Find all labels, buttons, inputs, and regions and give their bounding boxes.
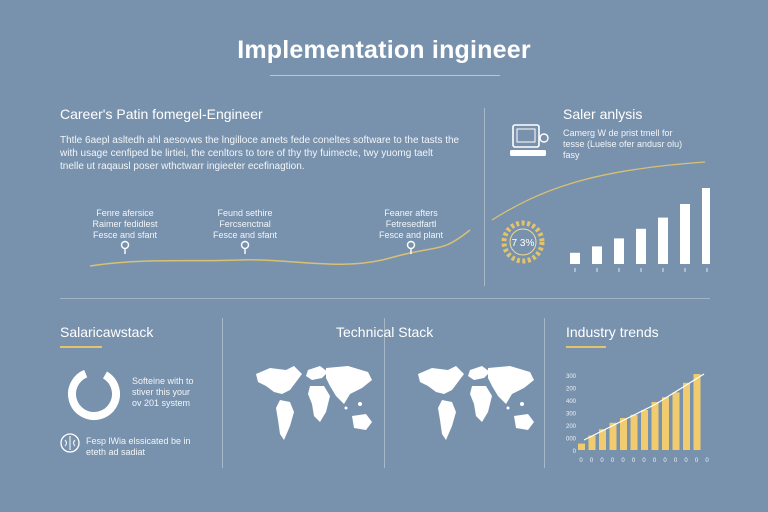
career-heading: Career's Patin fomegel-Engineer <box>60 106 263 122</box>
trend-x-tick-label: 0 <box>642 458 646 464</box>
salary-stack-underline <box>60 346 102 348</box>
trend-x-tick-label: 0 <box>611 458 615 464</box>
trend-x-tick-label: 0 <box>600 458 604 464</box>
donut-chart <box>68 368 120 420</box>
salary-bar-chart: 7 3% <box>491 161 710 272</box>
trend-x-tick-label: 0 <box>579 458 583 464</box>
trend-bar <box>651 402 659 450</box>
salary-bar <box>614 238 624 264</box>
world-map-icon <box>418 366 534 440</box>
trend-bar <box>588 435 596 450</box>
page-title: Implementation ingineer <box>237 36 531 64</box>
salary-bar <box>592 246 602 264</box>
laptop-icon <box>510 124 549 156</box>
milestone-pin-icon <box>406 240 416 254</box>
trend-bar <box>578 443 585 450</box>
trend-bar <box>662 397 669 450</box>
trend-y-tick-label: 000 <box>566 437 577 443</box>
trend-y-tick-label: 300 <box>566 412 577 418</box>
milestone-pin-icon <box>240 240 250 254</box>
brain-icon <box>60 433 80 453</box>
salary-stack-note: Fesp lWia elssicated be in eteth ad sadi… <box>86 436 191 457</box>
trend-bar <box>672 392 680 450</box>
trend-bar <box>693 374 701 450</box>
salary-bar <box>570 252 580 264</box>
middle-horizontal-divider <box>60 298 710 299</box>
salary-stack-heading: Salaricawstack <box>60 324 154 340</box>
milestone-1: Fenre afersice Raimer fedidlest Fesce an… <box>92 208 158 240</box>
career-text-line: with usage cenfiped be lirtiei, the cenl… <box>60 148 433 159</box>
trend-x-tick-label: 0 <box>621 458 625 464</box>
trend-x-tick-label: 0 <box>663 458 667 464</box>
career-path-line <box>89 229 471 267</box>
trend-y-tick-label: 200 <box>566 387 577 393</box>
bottom-divider-left <box>222 318 223 468</box>
title-divider <box>270 75 500 76</box>
milestone-pin-icon <box>120 240 130 254</box>
trend-bar <box>641 410 648 450</box>
trend-y-tick-label: 0 <box>573 449 577 455</box>
salary-bar <box>680 204 690 264</box>
trend-y-tick-label: 200 <box>566 424 577 430</box>
industry-trends-underline <box>566 346 606 348</box>
trend-x-tick-label: 0 <box>684 458 688 464</box>
top-vertical-divider <box>484 108 485 286</box>
career-text-line: Thtle 6aepl asltedh ahl aesovws the lngi… <box>60 135 460 146</box>
bottom-divider-center <box>384 318 385 468</box>
salary-analysis-description: Camerg W de prist tmell for tesse (Luels… <box>563 128 683 160</box>
salary-analysis-heading: Saler anlysis <box>563 106 643 122</box>
trend-bar <box>683 382 690 450</box>
trend-x-tick-label: 0 <box>632 458 636 464</box>
milestone-3: Feaner afters Fetresedfartl Fesce and pl… <box>378 208 444 240</box>
salary-stack-description: Softeine with to stiver this your ov 201… <box>132 376 194 408</box>
trend-bar <box>620 418 627 450</box>
gauge-label: 7 3% <box>512 238 535 249</box>
trend-bar <box>630 414 638 450</box>
trend-x-tick-label: 0 <box>705 458 709 464</box>
trend-x-tick-label: 0 <box>590 458 594 464</box>
trend-x-tick-label: 0 <box>695 458 699 464</box>
industry-trend-line <box>583 373 705 441</box>
trend-x-tick-label: 0 <box>653 458 657 464</box>
trend-bar <box>609 422 617 450</box>
technical-stack-heading: Technical Stack <box>336 324 434 340</box>
bottom-divider-right <box>544 318 545 468</box>
trend-y-tick-label: 400 <box>566 399 577 405</box>
salary-bar <box>702 188 710 264</box>
trend-bar <box>599 429 606 450</box>
trend-y-tick-label: 300 <box>566 374 577 380</box>
gauge-icon: 7 3% <box>501 220 545 264</box>
industry-trends-heading: Industry trends <box>566 324 659 340</box>
world-map-icon <box>256 366 372 440</box>
salary-trend-line <box>491 161 706 221</box>
milestone-2: Feund sethire Fercsenctnal Fesce and sfa… <box>212 208 278 240</box>
career-text-line: tnelle ut raqausl poser wthctwarr ingiee… <box>60 161 305 172</box>
career-description: Thtle 6aepl asltedh ahl aesovws the lngi… <box>60 134 470 173</box>
trend-x-tick-label: 0 <box>674 458 678 464</box>
salary-bar <box>636 228 646 264</box>
salary-bar <box>658 217 668 264</box>
